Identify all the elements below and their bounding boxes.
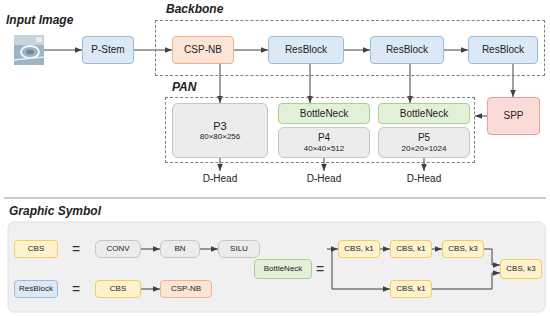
equals-sign: = [316, 262, 324, 276]
box-label: SPP [503, 110, 523, 122]
equals-sign: = [72, 242, 80, 256]
layer-box: CBS [95, 280, 141, 298]
box-label: CBS [110, 284, 126, 293]
box-label: CONV [106, 244, 129, 253]
layer-box: CBS, k1 [390, 240, 432, 258]
box-label: P5 [418, 132, 430, 144]
box-label: CSP-NB [184, 44, 222, 56]
flow-arrow [444, 50, 468, 51]
box-label: CBS, k1 [344, 244, 373, 253]
image-building [36, 37, 42, 42]
head-output: D-Head [299, 171, 349, 187]
csp-box: CSP-NB [172, 36, 234, 64]
box-label: ResBlock [482, 44, 524, 56]
flow-arrow [234, 50, 268, 51]
layer-box: BN [160, 240, 200, 258]
flow-arrow [484, 249, 500, 265]
dimension-label: 80×80×256 [200, 132, 241, 141]
symbol-key: BottleNeck [254, 259, 312, 279]
group-heading: Backbone [166, 3, 223, 17]
resblock-box: ResBlock [268, 36, 344, 64]
layer-box: CBS, k3 [442, 240, 484, 258]
feature-map-box: P440×40×512 [278, 127, 370, 158]
group-heading: Graphic Symbol [9, 205, 101, 219]
layer-box: CBS, k1 [338, 240, 380, 258]
flow-arrow [513, 64, 514, 97]
symbol-key: CBS [14, 240, 58, 258]
resblock-box: ResBlock [468, 36, 538, 64]
box-label: ResBlock [386, 44, 428, 56]
layer-box: CBS, k3 [500, 259, 542, 279]
box-label: CBS, k1 [396, 244, 425, 253]
image-area [14, 35, 44, 45]
image-ring [21, 46, 39, 58]
feature-map-box: P520×20×1024 [378, 127, 470, 158]
layer-box: CBS, k1 [390, 280, 432, 298]
flow-arrow [344, 50, 370, 51]
box-label: D-Head [307, 173, 341, 185]
layer-box: CONV [95, 240, 141, 258]
flow-arrow [200, 249, 218, 250]
box-label: CBS, k3 [448, 244, 477, 253]
stem-box: P-Stem [82, 36, 134, 64]
symbol-panel [8, 222, 545, 312]
input-image-picture [14, 35, 44, 65]
box-label: CSP-NB [171, 284, 201, 293]
dimension-label: 20×20×1024 [402, 144, 447, 153]
flow-arrow [44, 50, 82, 51]
box-label: P-Stem [91, 44, 124, 56]
box-label: D-Head [407, 173, 441, 185]
separator-line [4, 198, 546, 199]
box-label: D-Head [203, 173, 237, 185]
box-label: CBS [28, 244, 44, 253]
box-label: BN [174, 244, 185, 253]
spp-box: SPP [487, 97, 540, 135]
symbol-key: ResBlock [14, 280, 58, 298]
box-label: SILU [230, 244, 248, 253]
head-output: D-Head [195, 171, 245, 187]
box-label: ResBlock [19, 284, 53, 293]
flow-arrow [324, 158, 325, 171]
equals-sign: = [72, 282, 80, 296]
input-image: Input Image [14, 35, 44, 65]
resblock-box: ResBlock [370, 36, 444, 64]
head-output: D-Head [399, 171, 449, 187]
box-label: CBS, k1 [396, 284, 425, 293]
flow-arrow [432, 249, 442, 250]
flow-arrow [424, 158, 425, 171]
image-ground [14, 35, 44, 65]
backbone-group: BackboneCSP-NBResBlockResBlockResBlock [155, 20, 545, 76]
box-label: P3 [213, 120, 226, 133]
box-label: P4 [318, 132, 330, 144]
feature-map-box: P380×80×256 [172, 103, 268, 158]
group-heading: PAN [172, 81, 196, 95]
box-label: CBS, k3 [506, 264, 535, 273]
flow-arrow [141, 249, 160, 250]
flow-arrow [380, 249, 390, 250]
box-label: BottleNeck [400, 108, 448, 120]
image-road [14, 57, 44, 60]
symbol-panel-group: Graphic SymbolCBSCONVBNSILUResBlockCBSCS… [8, 222, 545, 312]
layer-box: CSP-NB [160, 280, 212, 298]
bottleneck-box: BottleNeck [278, 103, 370, 124]
box-label: ResBlock [285, 44, 327, 56]
flow-arrow [141, 289, 160, 290]
bottleneck-box: BottleNeck [378, 103, 470, 124]
image-center [26, 50, 34, 55]
flow-arrow [475, 116, 487, 117]
dimension-label: 40×40×512 [304, 144, 345, 153]
flow-arrow [432, 273, 500, 289]
group-heading: Input Image [6, 14, 73, 28]
box-label: BottleNeck [300, 108, 348, 120]
flow-arrow [220, 158, 221, 171]
flow-arrow [134, 50, 172, 51]
layer-box: SILU [218, 240, 260, 258]
box-label: BottleNeck [264, 264, 303, 273]
pan-group: PANP380×80×256BottleNeckP440×40×512Bottl… [165, 97, 475, 163]
